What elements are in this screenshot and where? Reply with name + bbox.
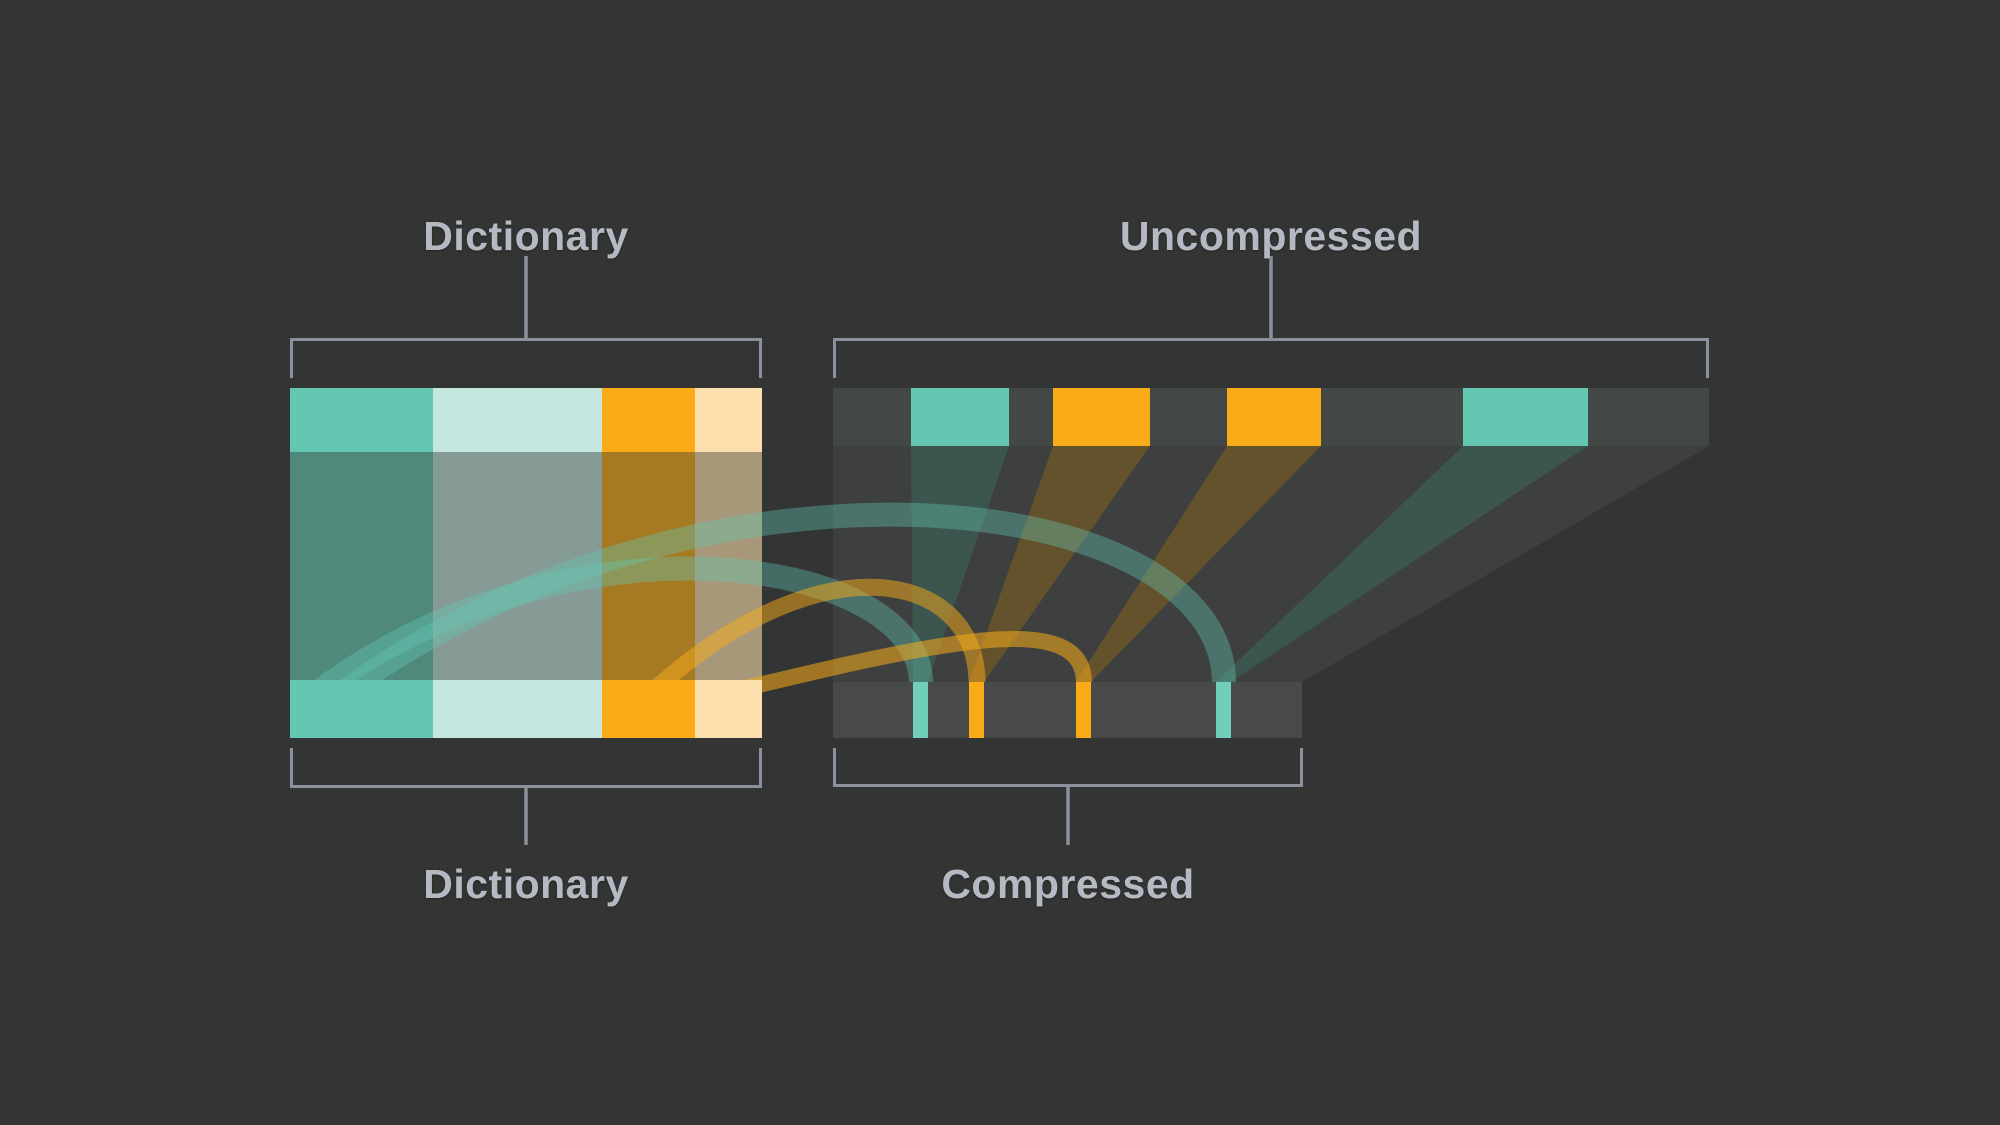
- dictionary-bottom-bracket: [290, 748, 762, 788]
- gray-beam-4: [1091, 446, 1463, 682]
- brackets: [290, 256, 1709, 845]
- reference-arc-teal-1: [292, 556, 933, 716]
- dictionary-bottom-cell-light-orange: [695, 680, 762, 738]
- uncompressed-cell-orange-1: [1053, 388, 1150, 446]
- dictionary-top-cell-teal: [290, 388, 433, 452]
- dictionary-top-row: [290, 388, 762, 452]
- dictionary-top-cell-orange: [602, 388, 695, 452]
- compressed-label: Compressed: [941, 861, 1195, 907]
- uncompressed-bracket: [833, 338, 1709, 378]
- dictionary-mid-col-orange: [602, 450, 695, 682]
- teal-beam-2: [1216, 446, 1588, 682]
- compressed-strip-teal-1: [913, 682, 928, 738]
- dictionary-bottom-row: [290, 680, 762, 738]
- gray-beam-1: [833, 446, 913, 682]
- dictionary-middle-columns: [290, 450, 762, 682]
- orange-beam-1: [969, 446, 1150, 682]
- compressed-bracket: [833, 748, 1303, 787]
- dictionary-top-cell-light-teal: [433, 388, 602, 452]
- gray-beam-3: [984, 446, 1227, 682]
- dictionary-bottom-cell-light-teal: [433, 680, 602, 738]
- dictionary-bottom-label: Dictionary: [423, 861, 629, 907]
- uncompressed-label: Uncompressed: [1119, 213, 1423, 259]
- compressed-strip-orange-1: [969, 682, 984, 738]
- gray-beam-5: [1231, 446, 1709, 682]
- dictionary-top-label: Dictionary: [423, 213, 629, 259]
- compressed-strip-orange-2: [1076, 682, 1091, 738]
- dictionary-top-bracket: [290, 338, 762, 378]
- compression-beams: [833, 446, 1709, 682]
- dictionary-mid-col-light-teal: [433, 450, 602, 682]
- uncompressed-cell-orange-2: [1227, 388, 1321, 446]
- dictionary-top-cell-light-orange: [695, 388, 762, 452]
- uncompressed-cell-teal-2: [1463, 388, 1588, 446]
- dictionary-mid-col-teal: [290, 450, 433, 682]
- dictionary-bottom-cell-teal: [290, 680, 433, 738]
- compressed-bar-background: [833, 682, 1302, 738]
- orange-beam-2: [1076, 446, 1321, 682]
- reference-arc-teal-2: [324, 502, 1236, 711]
- compressed-bar: [833, 682, 1302, 738]
- dictionary-bottom-cell-orange: [602, 680, 695, 738]
- teal-beam-1: [911, 446, 1009, 682]
- uncompressed-bar: [833, 388, 1709, 446]
- uncompressed-cell-teal-1: [911, 388, 1009, 446]
- compressed-strip-teal-2: [1216, 682, 1231, 738]
